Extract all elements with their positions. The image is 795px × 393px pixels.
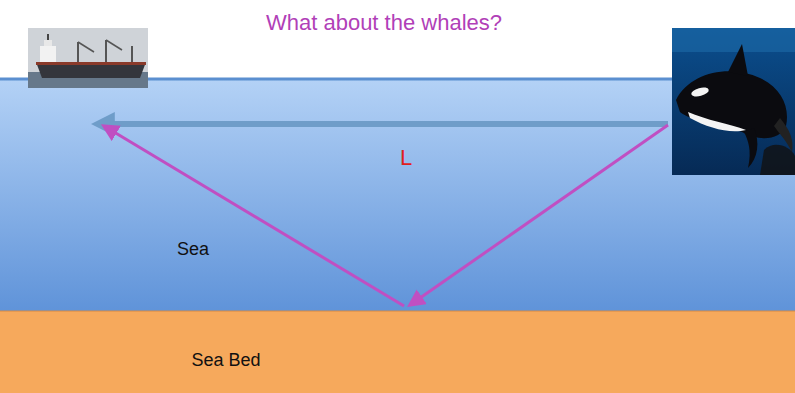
- sea-bed-area: [0, 311, 795, 393]
- ship-picture: [28, 28, 148, 88]
- reflected-path-arrow: [104, 126, 404, 306]
- region-label: Sea: [177, 239, 209, 260]
- direct-path-arrow: [110, 121, 668, 127]
- whale-picture: [672, 28, 795, 175]
- region-label: Sea Bed: [191, 350, 260, 371]
- sea-bed-edge: [0, 311, 795, 312]
- length-label: L: [400, 145, 412, 171]
- slide-title: What about the whales?: [266, 10, 502, 36]
- reflected-path-arrow: [410, 125, 668, 305]
